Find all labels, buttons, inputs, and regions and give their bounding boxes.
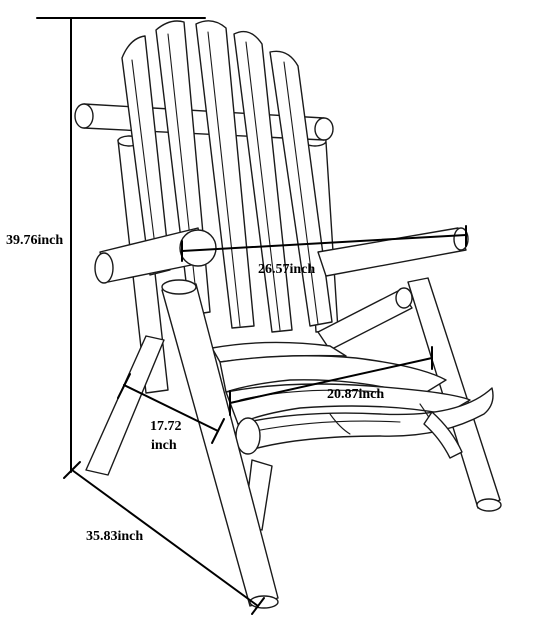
seat-depth-dim-tick-top bbox=[117, 373, 131, 399]
depth-dim-tick-bottom bbox=[251, 597, 265, 615]
depth-dim-line bbox=[71, 469, 259, 607]
dimension-lines bbox=[36, 17, 467, 615]
seat-depth-dim-tick-bottom bbox=[211, 418, 225, 444]
seat-depth-label-value: 17.72 bbox=[150, 419, 182, 434]
seat-depth-label-unit: inch bbox=[151, 438, 177, 453]
dimension-labels: 39.76inch 26.57inch 20.87inch 17.72 inch… bbox=[6, 233, 384, 544]
right-arm-log bbox=[317, 227, 469, 277]
depth-dim-tick-top bbox=[63, 461, 81, 479]
seat-slats bbox=[211, 341, 494, 455]
left-arm-log bbox=[94, 227, 217, 284]
seat-width-dim-line bbox=[229, 357, 433, 404]
front-right-leg bbox=[423, 411, 463, 459]
width-arms-label: 26.57inch bbox=[258, 262, 315, 277]
width-arms-dim-line bbox=[181, 234, 467, 252]
height-label: 39.76inch bbox=[6, 233, 63, 248]
seat-depth-dim-line bbox=[123, 384, 219, 432]
depth-label: 35.83inch bbox=[86, 529, 143, 544]
seat-width-label: 20.87inch bbox=[327, 387, 384, 402]
right-arm-support bbox=[317, 287, 413, 351]
